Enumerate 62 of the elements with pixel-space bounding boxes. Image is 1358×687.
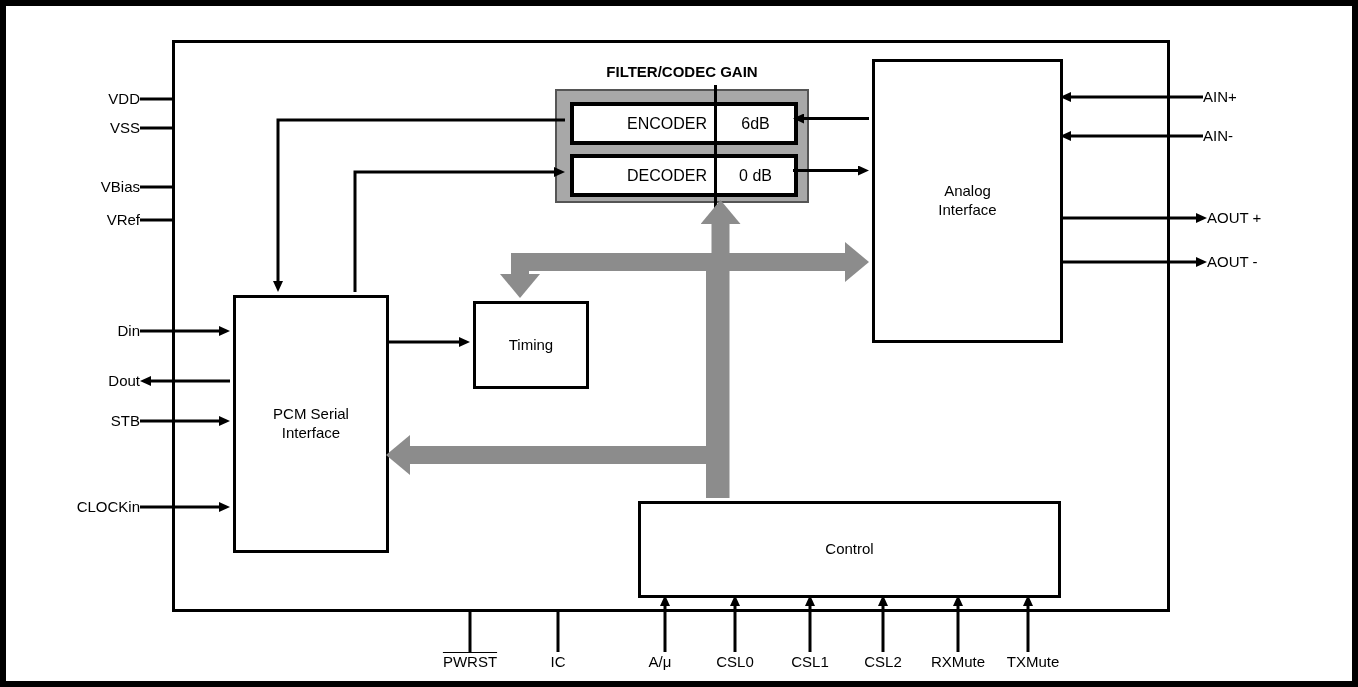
pin-label: CSL0 [700,652,770,672]
signal-arrow [386,337,470,347]
pin-label: AIN- [1203,126,1293,146]
pin-label: RXMute [923,652,993,672]
function-block [233,295,389,553]
block-label: DECODER [626,165,708,186]
pin-label: CSL2 [848,652,918,672]
pin-line [140,97,172,101]
function-block [473,301,589,389]
panel-heading: FILTER/CODEC GAIN [605,63,759,80]
signal-arrow [793,113,869,124]
gain-row [570,102,798,145]
signal-arrow [1060,257,1207,267]
pin-label: VSS [50,118,140,138]
signal-arrow [730,595,740,652]
signal-arrow [140,376,230,386]
pin-line [140,218,172,222]
signal-arrow [1023,595,1033,652]
function-block [638,501,1061,598]
signal-arrow [1060,92,1203,102]
pin-label: Dout [50,371,140,391]
block-label: Timing [508,335,554,355]
signal-arrow [140,416,230,426]
gain-value: 6dB [740,113,771,134]
pin-label: Din [50,321,140,341]
block-label: PCM Serial Interface [272,405,350,443]
pin-label: PWRST [435,652,505,672]
signal-arrow [140,502,230,512]
signal-arrow [140,326,230,336]
function-block [872,59,1063,343]
gain-value: 0 dB [738,165,773,186]
signal-arrow [793,165,869,176]
signal-arrow [273,118,565,292]
pin-label: VRef [50,210,140,230]
pin-label: CSL1 [775,652,845,672]
signal-arrow [1060,213,1207,223]
pin-line [556,612,560,652]
pin-line [468,612,472,652]
pin-line [140,126,172,130]
pin-label: VBias [50,177,140,197]
pin-label: IC [523,652,593,672]
signal-arrow [805,595,815,652]
block-label: ENCODER [626,113,708,134]
gain-row [570,154,798,197]
pin-label: AOUT + [1207,208,1297,228]
pin-label: CLOCKin [40,497,140,517]
signal-arrow [1060,131,1203,141]
signal-arrow [660,595,670,652]
pin-label: STB [50,411,140,431]
pin-label: AOUT - [1207,252,1297,272]
pin-line [140,185,172,189]
bus-arrow [700,200,741,498]
signal-arrow [353,167,565,292]
chip-outline [172,40,1170,612]
signal-arrow [953,595,963,652]
signal-arrow [878,595,888,652]
block-label: Analog Interface [937,182,998,220]
pin-label: VDD [50,89,140,109]
pin-label: A/μ [625,652,695,672]
pin-label: TXMute [998,652,1068,672]
pin-label: AIN+ [1203,87,1293,107]
block-label: Control [825,540,874,559]
